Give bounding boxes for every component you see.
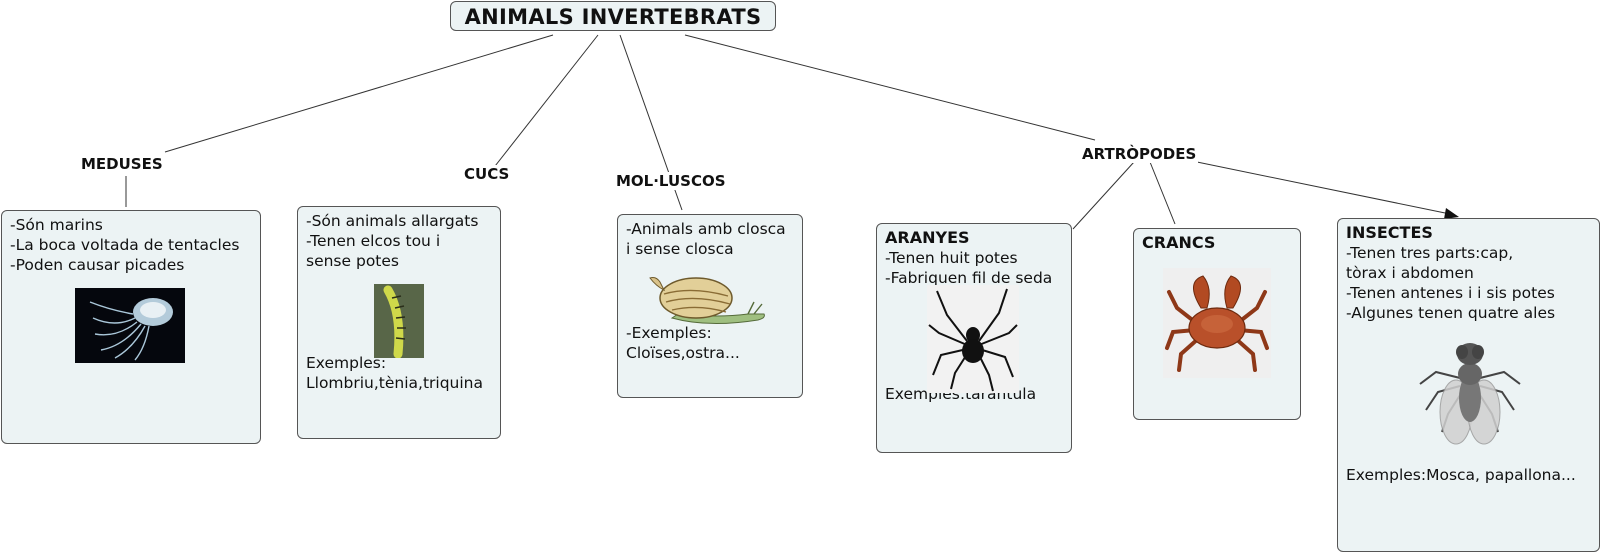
box-meduses[interactable]: -Són marins -La boca voltada de tentacle…: [1, 210, 261, 444]
category-artropodes[interactable]: ARTRÒPODES: [1080, 145, 1199, 163]
caterpillar-image: [374, 284, 424, 358]
link-artropodes-aranyes: [1072, 161, 1135, 230]
root-node[interactable]: ANIMALS INVERTEBRATS: [450, 1, 776, 31]
insectes-title: INSECTES: [1346, 223, 1433, 242]
crancs-title: CRANCS: [1142, 233, 1216, 252]
examples-line: Llombriu,tènia,triquina: [306, 374, 484, 392]
text-line: tòrax i abdomen: [1346, 264, 1474, 282]
link-artropodes-insectes: [1196, 161, 1451, 215]
text-line: -Són marins: [10, 216, 103, 234]
text-line: i sense closca: [626, 240, 734, 258]
link-artropodes-crancs: [1149, 161, 1176, 225]
examples-line: -Exemples:: [626, 324, 712, 342]
fly-image: [1419, 343, 1521, 445]
snail-image: [649, 277, 765, 325]
text-line: -Tenen huit potes: [885, 249, 1018, 267]
text-line: -La boca voltada de tentacles: [10, 236, 240, 254]
text-line: -Tenen antenes i i sis potes: [1346, 284, 1555, 302]
spider-image: [927, 285, 1019, 393]
text-line: -Animals amb closca: [626, 220, 786, 238]
text-line: -Fabriquen fil de seda: [885, 269, 1053, 287]
text-line: -Tenen tres parts:cap,: [1346, 244, 1514, 262]
category-molluscos[interactable]: MOL·LUSCOS: [614, 172, 728, 190]
crab-image: [1163, 268, 1271, 378]
category-cucs[interactable]: CUCS: [462, 165, 512, 183]
link-root-artropodes: [684, 34, 1096, 141]
text-line: -Poden causar picades: [10, 256, 185, 274]
category-meduses[interactable]: MEDUSES: [79, 155, 165, 173]
text-line: sense potes: [306, 252, 399, 270]
examples-line: Exemples:Mosca, papallona...: [1346, 466, 1576, 484]
link-root-meduses: [164, 34, 554, 153]
text-line: -Algunes tenen quatre ales: [1346, 304, 1556, 322]
examples-line: Cloïses,ostra...: [626, 344, 740, 362]
link-root-cucs: [487, 34, 599, 176]
text-line: -Tenen elcos tou i: [306, 232, 441, 250]
aranyes-title: ARANYES: [885, 228, 970, 247]
text-line: -Són animals allargats: [306, 212, 479, 230]
jellyfish-image: [75, 288, 185, 363]
arrowhead: [1444, 208, 1459, 219]
examples-line: Exemples:: [306, 354, 387, 372]
